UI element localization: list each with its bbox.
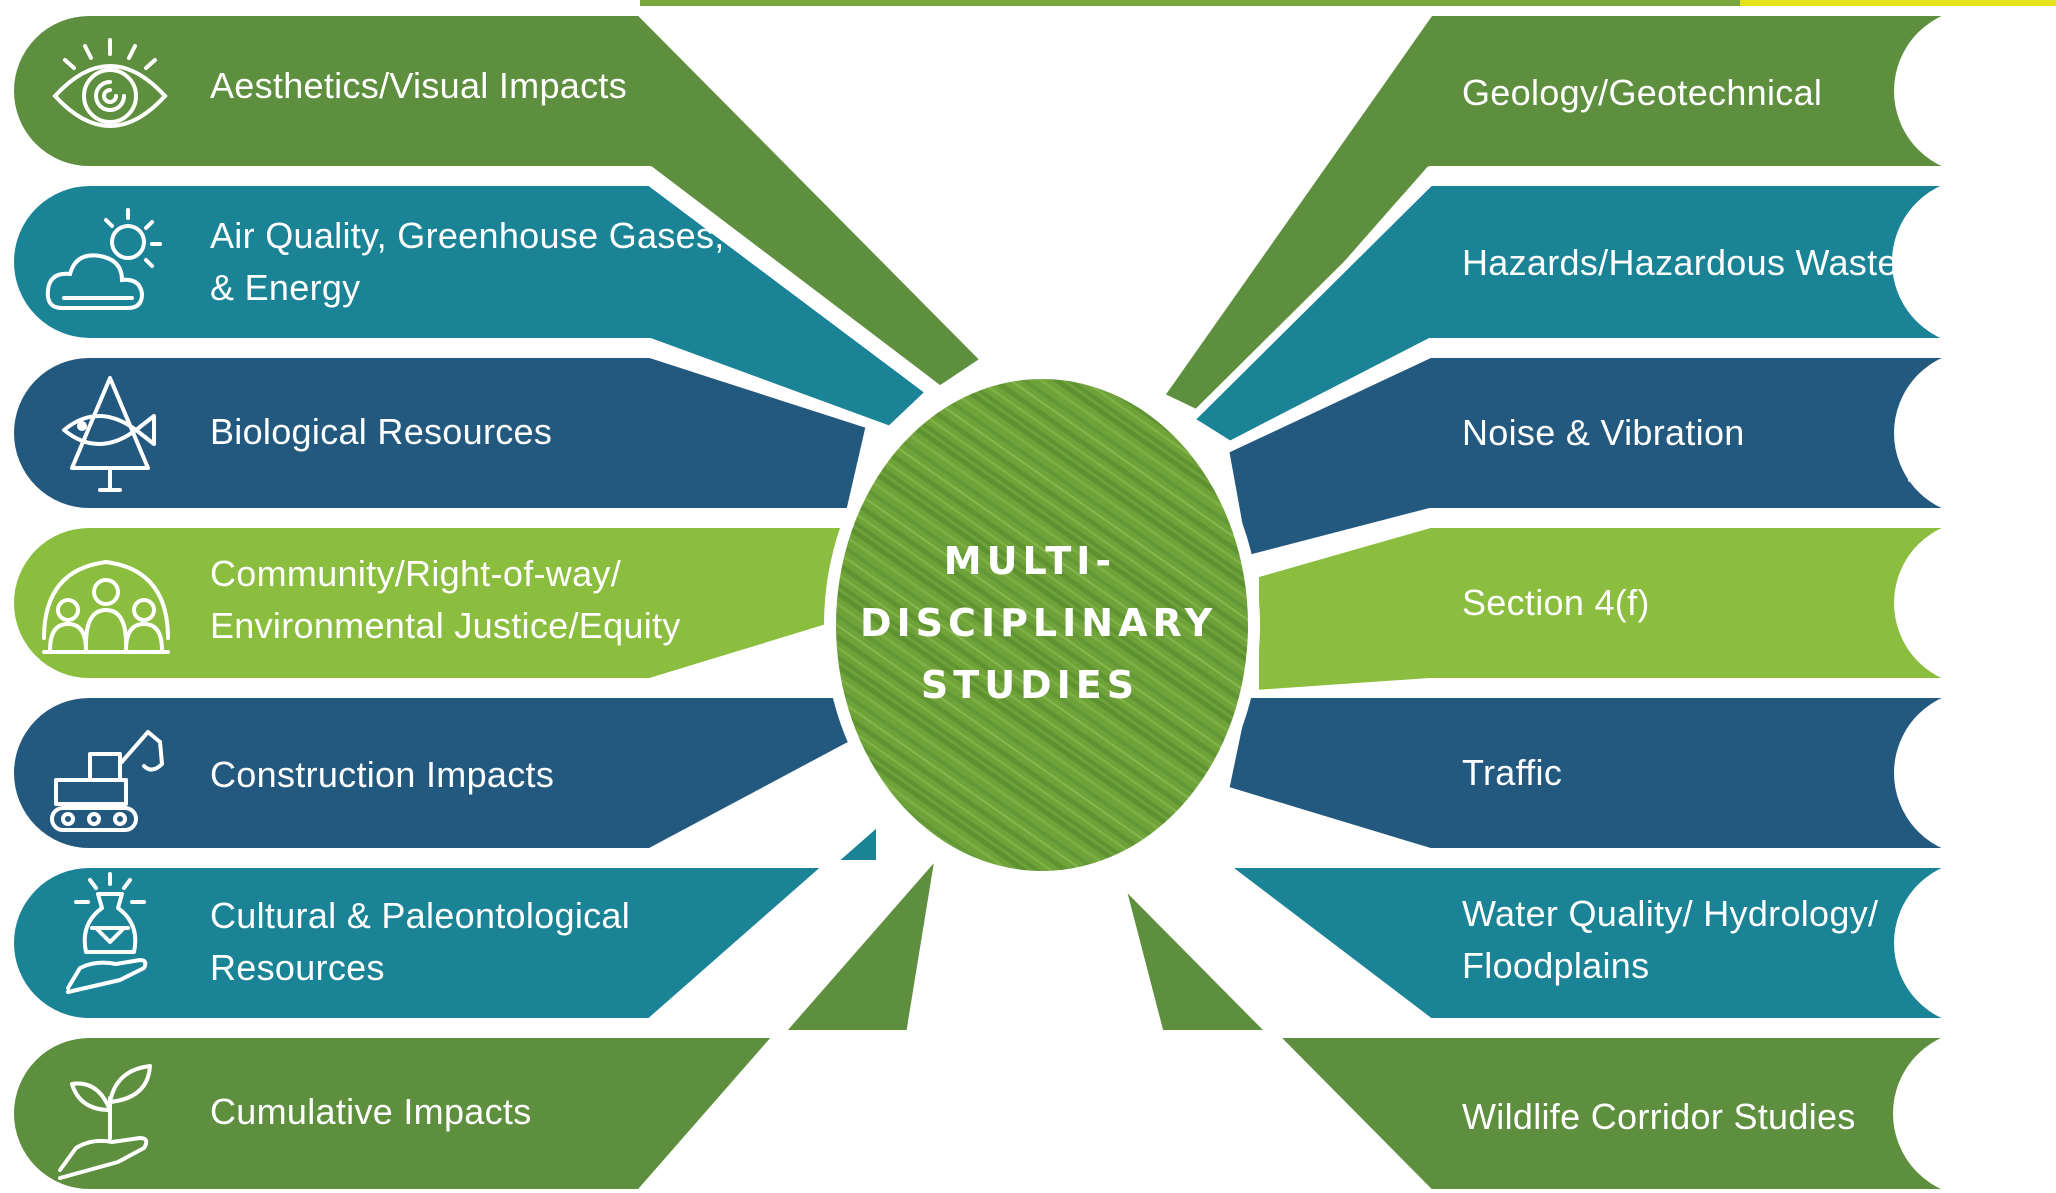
left-band-3 (6, 350, 874, 516)
wheelbarrow-icon (1900, 34, 2040, 164)
fish-tree-icon (40, 368, 180, 498)
paw-icon (1900, 1054, 2040, 1184)
right-item-noise-label: Noise & Vibration (1462, 412, 1745, 453)
vase-hand-icon (40, 868, 180, 998)
jackhammer-icon (1900, 372, 2040, 502)
right-band-4 (1251, 520, 1981, 698)
right-item-wildlife-label: Wildlife Corridor Studies (1462, 1096, 1856, 1137)
left-band-6 (6, 816, 884, 1026)
checklist-icon (1900, 538, 2040, 668)
center-title-line-3: STUDIES (920, 663, 1140, 707)
center-title: MULTI- DISCIPLINARY STUDIES (860, 530, 1218, 716)
right-band-5 (1221, 690, 1981, 856)
center-title-line-1: MULTI- (943, 539, 1117, 583)
right-band-6 (1176, 828, 1981, 1026)
water-cycle-icon (1900, 880, 2040, 1010)
left-item-construction-label: Construction Impacts (210, 754, 555, 795)
eye-icon (40, 26, 180, 156)
left-band-1 (6, 8, 989, 394)
top-accent-strip (640, 0, 1740, 6)
left-item-air-quality-label: Air Quality, Greenhouse Gases, & Energy (210, 215, 725, 308)
left-item-community-label: Community/Right-of-way/ Environmental Ju… (210, 553, 681, 646)
left-band-2 (6, 178, 934, 434)
right-band-3 (1221, 350, 1981, 564)
right-item-water-label: Water Quality/ Hydrology/ Floodplains (1462, 893, 1879, 986)
center-circle (836, 379, 1248, 871)
left-item-cultural-label: Cultural & Paleontological Resources (210, 895, 631, 988)
traffic-light-icon (1900, 708, 2040, 838)
cloud-sun-icon (40, 200, 180, 330)
left-band-5 (6, 690, 864, 856)
radiation-icon (1900, 200, 2040, 330)
right-band-1 (1156, 8, 1981, 424)
left-item-cumulative-label: Cumulative Impacts (210, 1091, 532, 1132)
left-band-4 (6, 520, 854, 686)
right-item-traffic-label: Traffic (1462, 752, 1563, 793)
center-title-line-2: DISCIPLINARY (860, 601, 1218, 645)
community-people-icon (36, 540, 176, 670)
top-accent-yellow (1740, 0, 2056, 6)
plant-hand-icon (40, 1054, 180, 1184)
right-band-2 (1186, 178, 1980, 449)
right-band-7 (1116, 876, 1981, 1193)
right-item-hazards-label: Hazards/Hazardous Waste (1462, 242, 1898, 283)
left-item-aesthetics-label: Aesthetics/Visual Impacts (210, 65, 628, 106)
right-item-section4f-label: Section 4(f) (1462, 582, 1650, 623)
excavator-icon (40, 710, 180, 840)
left-band-7 (6, 846, 944, 1193)
left-item-biological-label: Biological Resources (210, 411, 553, 452)
right-item-geology-label: Geology/Geotechnical (1462, 72, 1823, 113)
